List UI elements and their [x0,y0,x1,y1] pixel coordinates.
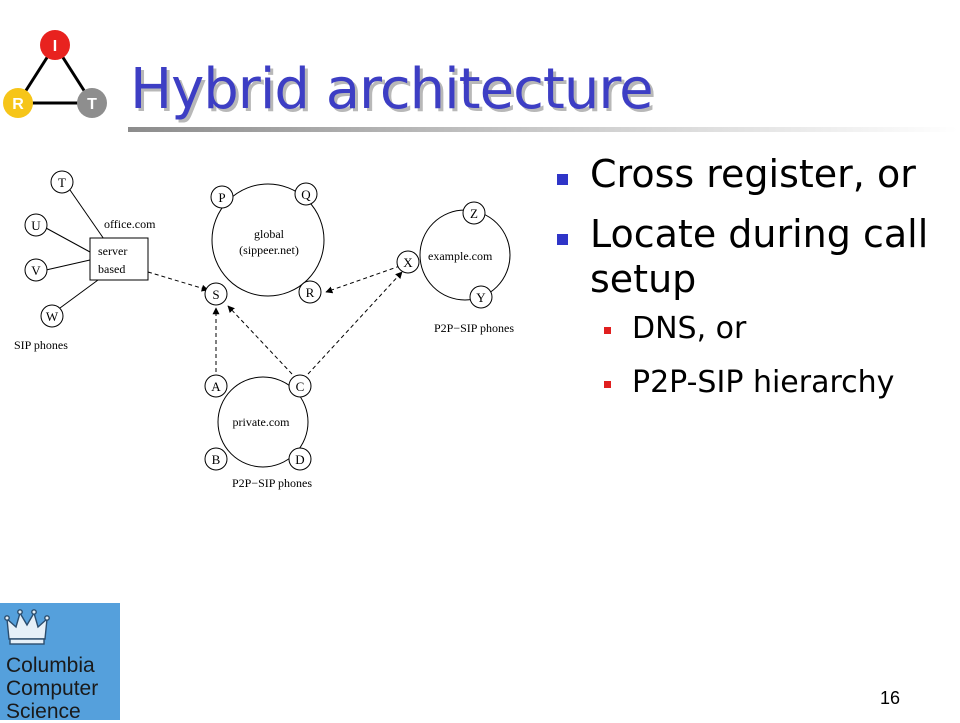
irt-logo-t-circle [77,88,107,118]
server-label-line1: server [98,244,127,258]
node-r-label: R [306,285,315,300]
office-domain-label: office.com [104,217,156,231]
sub-bullet-p2p-sip-hierarchy: P2P-SIP hierarchy [590,365,953,401]
sub-bullet-marker [604,380,611,388]
server-box [89,237,149,281]
p2p-sip-phones-right-caption: P2P−SIP phones [434,321,514,335]
node-b-circle [204,447,228,471]
hybrid-architecture-diagram: T U V W P Q S R X Z Y A C B D global (si… [14,170,514,490]
private-domain-label: private.com [233,415,291,429]
arrow-c-to-x [307,271,403,375]
node-t-circle [50,170,74,194]
sub-bullet-text: DNS, or [632,310,747,346]
node-x-label: X [403,255,413,270]
sub-bullet-list: DNS, or P2P-SIP hierarchy [590,311,953,401]
irt-logo-i-circle [40,30,70,60]
bullet-text: Locate during call setup [590,211,929,302]
node-v-label: V [31,263,41,278]
node-c-circle [288,374,312,398]
node-v-circle [24,258,48,282]
p2p-sip-phones-bottom-caption: P2P−SIP phones [232,476,312,490]
slide-title: Hybrid architecture [130,57,654,122]
crown-icon [4,609,50,645]
bullet-marker [557,174,568,185]
node-s-circle [204,282,228,306]
title-underline [128,127,958,132]
node-a-label: A [211,379,221,394]
node-a-circle [204,374,228,398]
node-w-circle [40,304,64,328]
bullet-marker [557,233,568,245]
sub-bullet-dns: DNS, or [590,311,953,347]
arrow-c-to-s [227,305,293,375]
node-p-circle [210,185,234,209]
node-w-label: W [46,309,59,324]
irt-logo-r-circle [3,88,33,118]
server-label-line2: based [98,262,125,276]
node-u-label: U [31,218,41,233]
node-u-circle [24,213,48,237]
node-t-label: T [58,175,66,190]
bullet-locate-during-call-setup: Locate during call setup DNS, or P2P-SIP… [553,212,953,401]
page-number: 16 [880,688,901,708]
node-z-label: Z [470,206,478,221]
columbia-cs-logo: Columbia Computer Science [0,603,120,723]
example-domain-label: example.com [428,249,493,263]
global-domain-circle [211,183,325,297]
sub-bullet-marker [604,326,611,334]
node-y-label: Y [476,290,486,305]
global-domain-sublabel: (sippeer.net) [239,243,299,257]
bullet-list: Cross register, or Locate during call se… [553,152,953,419]
irt-logo-i-letter: I [53,38,57,55]
node-x-circle [396,250,420,274]
global-domain-label: global [254,227,285,241]
irt-logo-r-letter: R [12,96,24,113]
arrow-x-to-r [325,265,401,294]
node-q-circle [294,182,318,206]
node-y-circle [469,285,493,309]
columbia-logo-line1: Columbia [6,654,95,677]
node-c-label: C [296,379,305,394]
sub-bullet-text: P2P-SIP hierarchy [632,364,895,400]
columbia-logo-line2: Computer [6,677,99,700]
irt-logo: I R T [3,30,107,118]
node-d-circle [288,447,312,471]
node-p-label: P [218,190,225,205]
columbia-logo-line3: Science [6,700,81,723]
node-d-label: D [295,452,304,467]
arrow-server-to-s [147,271,209,292]
sip-phones-caption: SIP phones [14,338,68,352]
irt-logo-t-letter: T [87,96,97,113]
bullet-text: Cross register, or [590,152,916,196]
node-s-label: S [212,287,219,302]
node-z-circle [462,201,486,225]
private-domain-circle [217,376,309,468]
node-r-circle [298,280,322,304]
node-q-label: Q [301,187,311,202]
bullet-cross-register: Cross register, or [553,152,953,198]
node-b-label: B [212,452,221,467]
